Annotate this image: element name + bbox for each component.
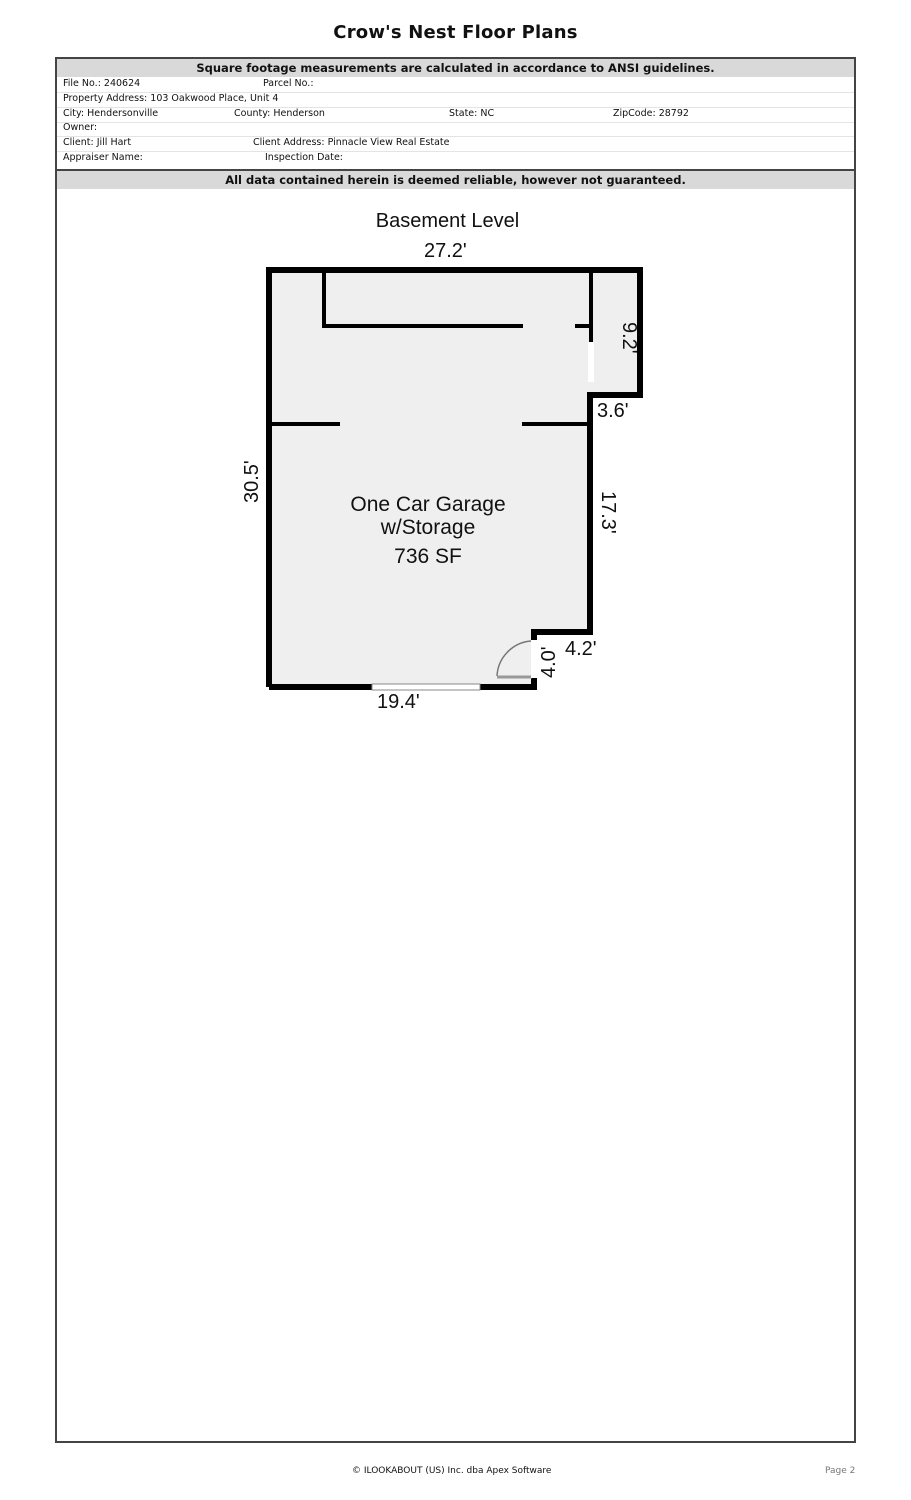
dimension-right-upper: 9.2' (618, 322, 640, 354)
file-no: File No.: 240624 (63, 78, 141, 89)
garage-door (371, 683, 481, 691)
garage-floor (269, 270, 640, 687)
dimension-left: 30.5' (241, 460, 263, 503)
room-name-line2: w/Storage (380, 516, 476, 539)
info-row-file: File No.: 240624 Parcel No.: (57, 77, 854, 93)
info-row-client: Client: Jill Hart Client Address: Pinnac… (57, 136, 854, 152)
dimension-bottom: 19.4' (377, 691, 420, 713)
dimension-step-in: 3.6' (597, 400, 629, 422)
disclaimer: All data contained herein is deemed reli… (57, 169, 854, 189)
owner: Owner: (63, 122, 98, 133)
page-number: Page 2 (825, 1466, 856, 1476)
ansi-notice: Square footage measurements are calculat… (57, 59, 854, 77)
dimension-notch-height: 4.0' (538, 646, 560, 678)
client-address: Client Address: Pinnacle View Real Estat… (253, 137, 450, 148)
entry-door-opening (531, 640, 537, 678)
room-area: 736 SF (394, 545, 462, 568)
info-row-city: City: Hendersonville County: Henderson S… (57, 107, 854, 123)
room-label: One Car Garage w/Storage 736 SF (318, 493, 538, 568)
dimension-top: 27.2' (424, 240, 467, 262)
inspection-date: Inspection Date: (265, 152, 343, 163)
state: State: NC (449, 108, 495, 119)
document-title: Crow's Nest Floor Plans (333, 22, 578, 43)
info-row-appraiser: Appraiser Name: Inspection Date: (57, 151, 854, 166)
info-row-owner: Owner: (57, 121, 854, 137)
storage-wall (322, 273, 523, 328)
copyright-footer: © ILOOKABOUT (US) Inc. dba Apex Software (352, 1466, 552, 1476)
parcel-no: Parcel No.: (263, 78, 314, 89)
closet-opening (588, 342, 594, 382)
dimension-notch-width: 4.2' (565, 638, 597, 660)
level-title: Basement Level (375, 210, 520, 232)
report-frame: Square footage measurements are calculat… (55, 57, 856, 1443)
county: County: Henderson (234, 108, 325, 119)
appraiser-name: Appraiser Name: (63, 152, 143, 163)
door-swing-arc (496, 640, 532, 677)
zipcode: ZipCode: 28792 (613, 108, 689, 119)
room-name-line1: One Car Garage (350, 493, 506, 516)
dimension-right-middle: 17.3' (597, 491, 619, 534)
property-address: Property Address: 103 Oakwood Place, Uni… (63, 93, 279, 104)
city: City: Hendersonville (63, 108, 159, 119)
info-row-address: Property Address: 103 Oakwood Place, Uni… (57, 92, 854, 108)
client: Client: Jill Hart (63, 137, 132, 148)
